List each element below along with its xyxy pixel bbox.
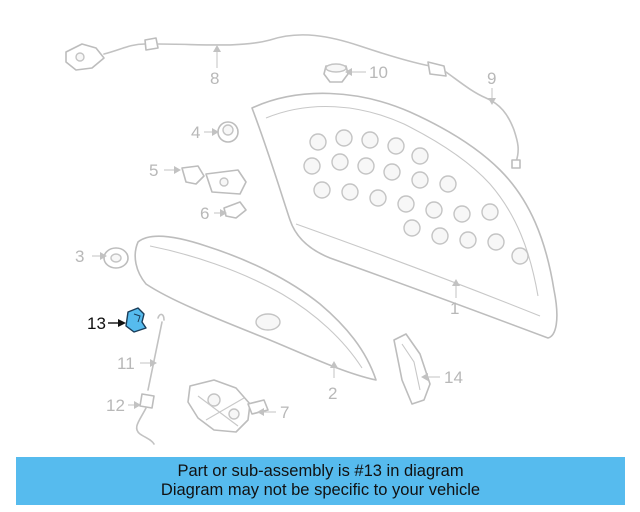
part-11-prop-rod (147, 313, 165, 391)
callout-7: 7 (280, 403, 289, 422)
part-1-hood (251, 92, 558, 339)
part-13-clip (125, 307, 147, 333)
part-9-cable (445, 71, 521, 169)
part-3-plug (103, 247, 129, 269)
part-14-seal (393, 333, 431, 405)
callout-6: 6 (200, 204, 209, 223)
part-5-bracket (181, 165, 247, 195)
part-6-clip (223, 201, 247, 219)
callout-13: 13 (87, 314, 106, 333)
callout-4: 4 (191, 123, 200, 142)
callout-3: 3 (75, 247, 84, 266)
callout-8: 8 (210, 69, 219, 88)
banner-line-2: Diagram may not be specific to your vehi… (160, 481, 481, 499)
callout-1: 1 (450, 299, 459, 318)
callout-10: 10 (369, 63, 388, 82)
hood-pattern (303, 129, 529, 265)
info-banner: Part or sub-assembly is #13 in diagram D… (16, 457, 625, 505)
callout-14: 14 (444, 368, 463, 387)
callout-12: 12 (106, 396, 125, 415)
part-4-grommet (217, 121, 239, 143)
callout-2: 2 (328, 384, 337, 403)
part-12-grommet (135, 393, 155, 445)
part-2-insulator (134, 235, 377, 381)
part-10-bumper (323, 63, 349, 83)
banner-line-1: Part or sub-assembly is #13 in diagram (177, 462, 464, 480)
part-8-release-cable (65, 34, 447, 77)
part-7-latch (187, 379, 269, 433)
callout-5: 5 (149, 161, 158, 180)
callout-11: 11 (117, 354, 135, 373)
parts-diagram: 8 10 9 4 5 6 3 1 13 11 2 14 12 7 (65, 34, 558, 445)
callout-9: 9 (487, 69, 496, 88)
